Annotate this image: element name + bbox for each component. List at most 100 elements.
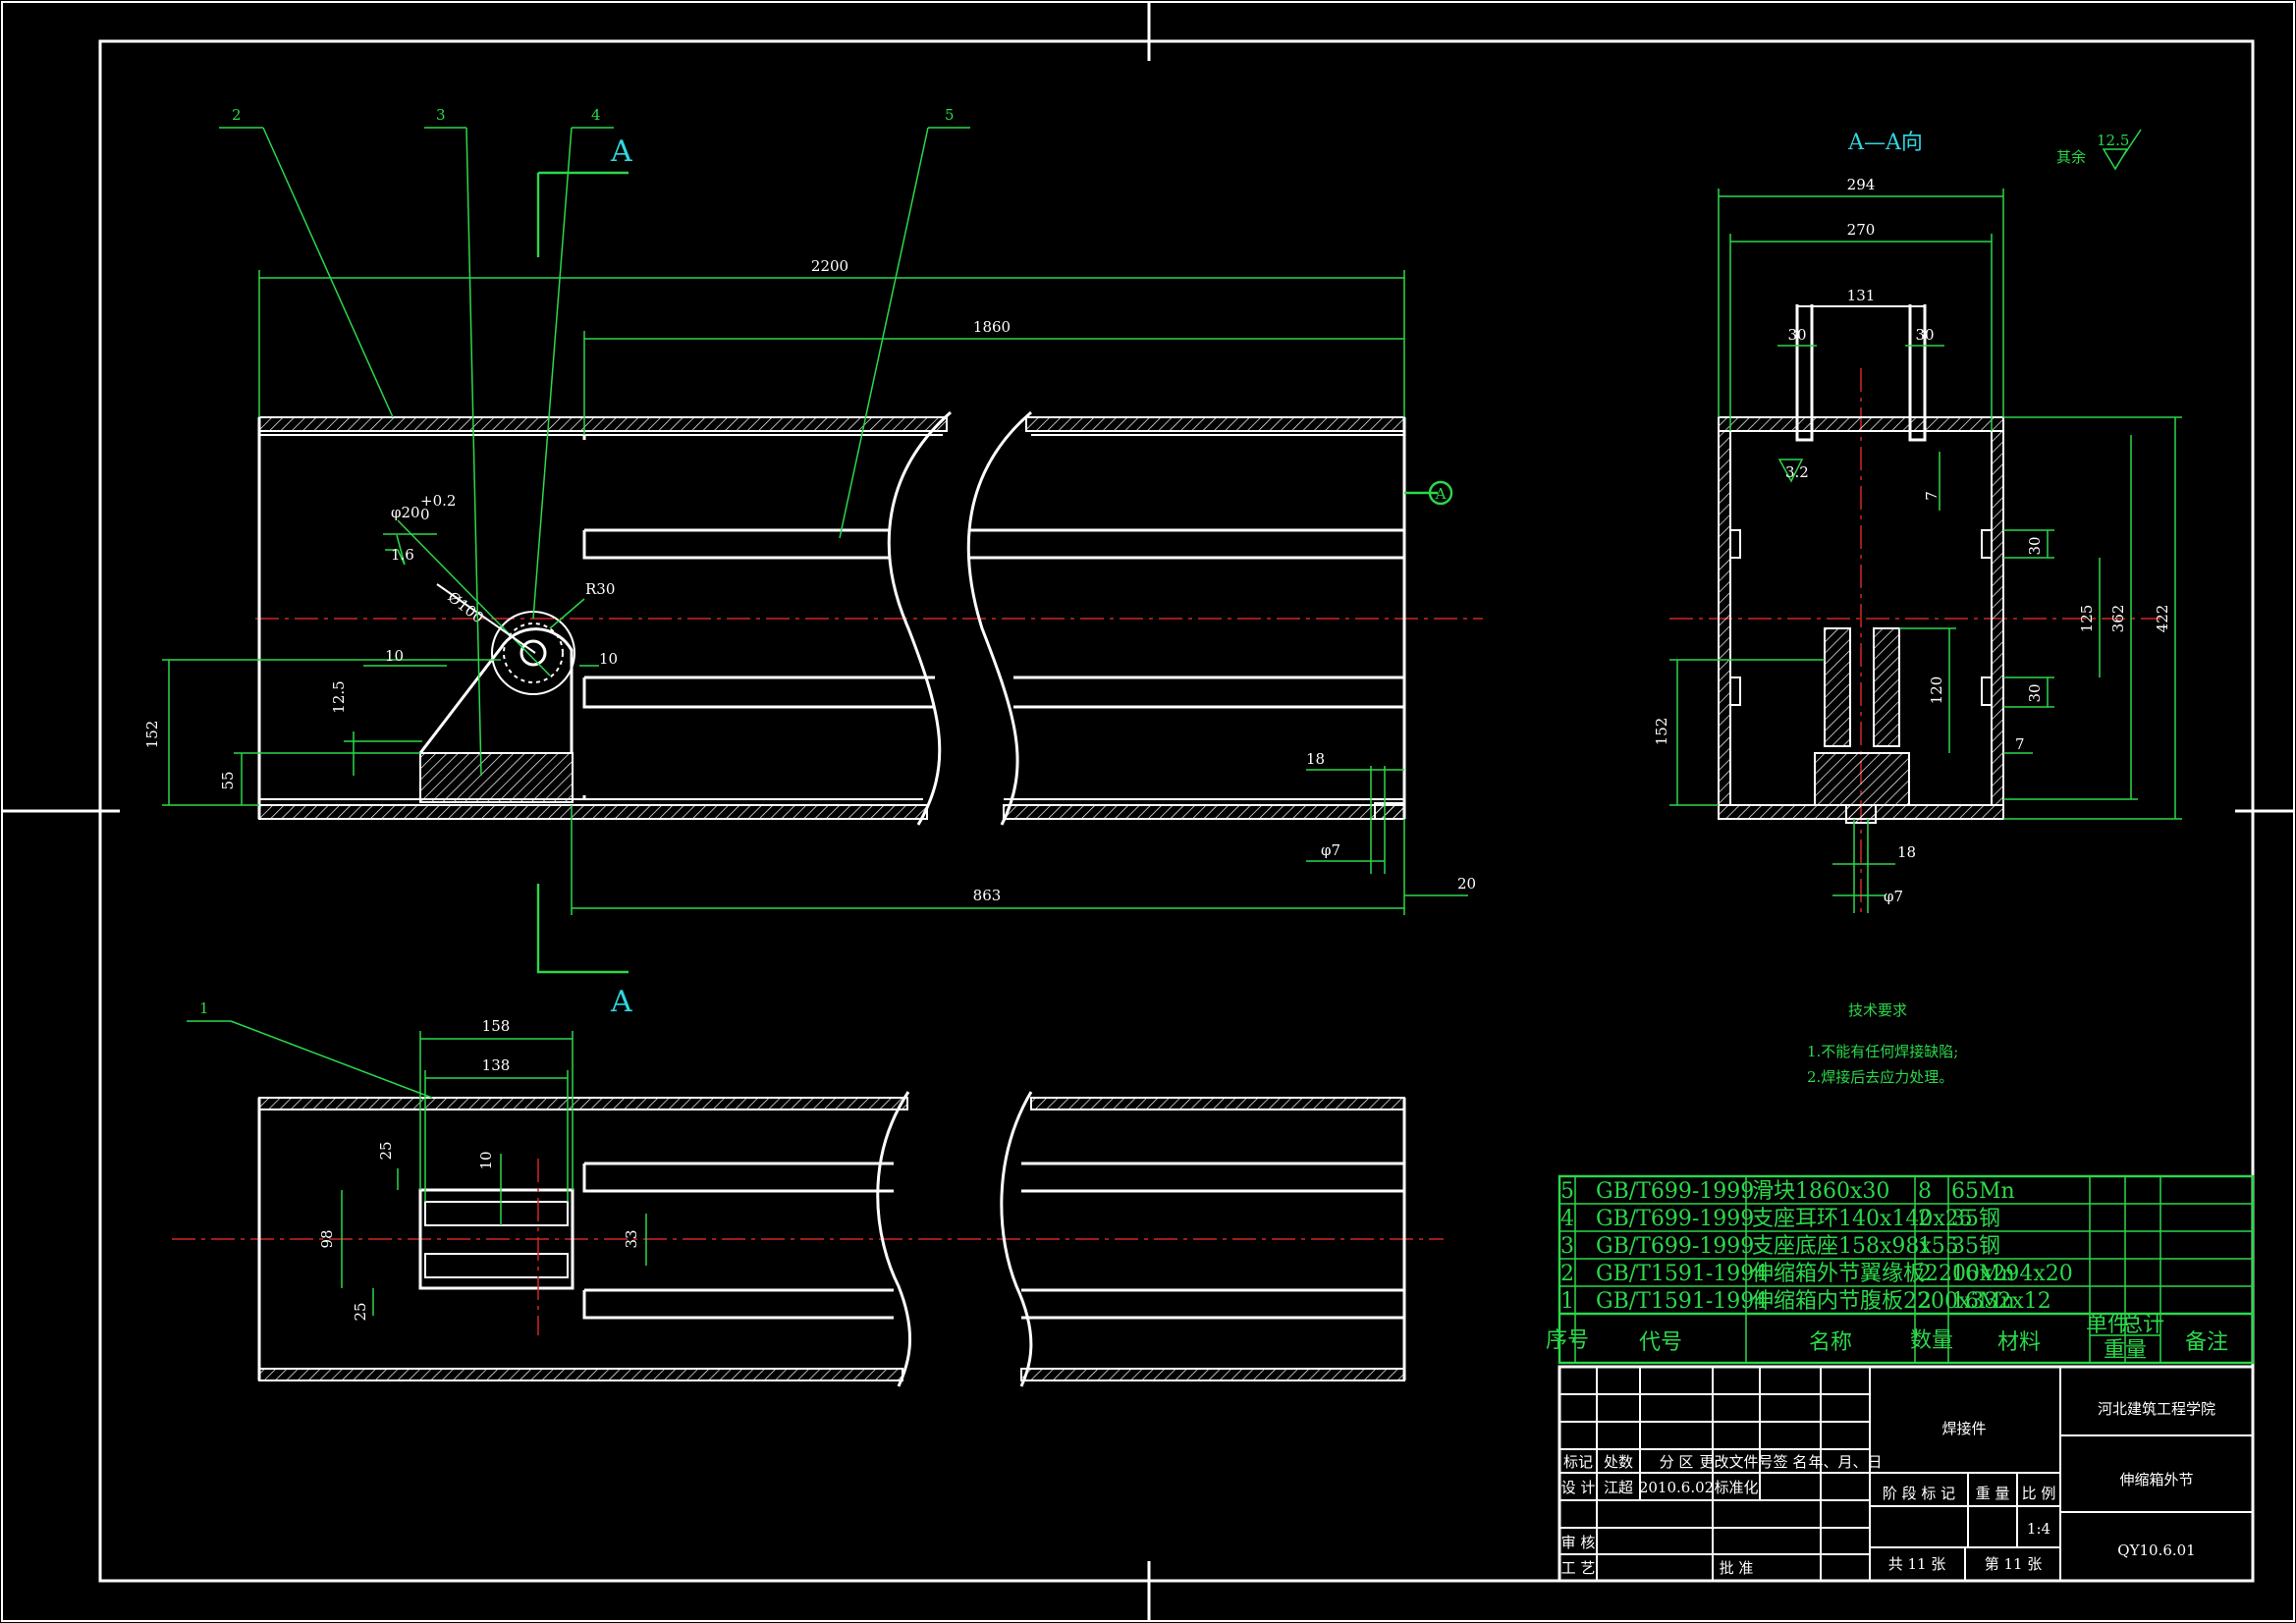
dim-r30: R30 (585, 580, 615, 598)
dim-7a: 7 (1923, 491, 1941, 501)
dim-362: 362 (2109, 605, 2127, 633)
tb-date: 年、月、日 (1808, 1453, 1882, 1471)
bom-cell-qty: 1 (1918, 1234, 1932, 1259)
tb-standard: 标准化 (1714, 1479, 1758, 1496)
tech-line-2: 2.焊接后去应力处理。 (1807, 1068, 1953, 1086)
bom-cell-code: GB/T1591-1994 (1596, 1262, 1768, 1286)
dim-side-152: 152 (1653, 718, 1670, 746)
tb-sign: 签 名 (1774, 1453, 1808, 1471)
bom-h-code: 代号 (1639, 1330, 1682, 1355)
dim-10a: 10 (385, 647, 404, 665)
dim-120: 120 (1928, 676, 1945, 705)
dim-1860: 1860 (973, 318, 1011, 336)
tb-process: 工 艺 (1561, 1559, 1596, 1577)
dim-12-5: 12.5 (330, 680, 348, 713)
bom-cell-no: 1 (1560, 1289, 1574, 1314)
bom-cell-name: 伸缩箱外节翼缘板2200x294x20 (1752, 1262, 2073, 1286)
bom-cell-no: 3 (1560, 1234, 1574, 1259)
bom-cell-mat: 65Mn (1951, 1179, 2015, 1204)
dim-422: 422 (2154, 605, 2171, 633)
dim-30a: 30 (1787, 326, 1806, 344)
hole-tol-up: +0.2 (420, 492, 456, 510)
bom-h-unit: 单件 (2086, 1313, 2129, 1337)
bom-cell-code: GB/T1591-1994 (1596, 1289, 1768, 1314)
bom-cell-mat: 16Mn (1951, 1289, 2015, 1314)
bom-cell-no: 2 (1560, 1262, 1574, 1286)
dim-phi7: φ7 (1321, 841, 1340, 859)
tb-zone: 分 区 (1660, 1453, 1694, 1471)
side-view: A—A向 (1669, 131, 2160, 913)
tb-code: QY10.6.01 (2117, 1542, 2195, 1559)
dim-10b: 10 (599, 650, 618, 668)
dim-152: 152 (143, 721, 161, 749)
tb-scale-value: 1:4 (2027, 1520, 2050, 1538)
tb-scale: 比 例 (2022, 1485, 2056, 1502)
bom-cell-name: 伸缩箱内节腹板2200x332x12 (1752, 1289, 2051, 1314)
dim-138: 138 (482, 1056, 511, 1074)
dim-7b: 7 (2015, 735, 2025, 753)
bom-h-weight: 重量 (2104, 1338, 2147, 1363)
dim-25b: 25 (352, 1302, 369, 1321)
balloon-4: 4 (591, 106, 601, 124)
top-dimensions: 158 138 25 10 98 25 33 1 (187, 1000, 647, 1322)
bom-cell-name: 滑块1860x30 (1752, 1179, 1889, 1204)
dim-side-18: 18 (1897, 843, 1916, 861)
balloon-2: 2 (232, 106, 242, 124)
tb-part: 焊接件 (1941, 1420, 1986, 1437)
tb-design-date: 2010.6.02 (1639, 1479, 1714, 1496)
tb-school: 河北建筑工程学院 (2098, 1400, 2215, 1418)
dim-270: 270 (1847, 221, 1876, 239)
top-view (172, 1091, 1444, 1387)
balloon-1: 1 (199, 1000, 209, 1017)
dim-863: 863 (973, 887, 1002, 904)
hole-dia: φ20 (391, 504, 420, 521)
dim-25a: 25 (377, 1141, 395, 1160)
bom-h-name: 名称 (1809, 1330, 1852, 1355)
dim-98: 98 (318, 1229, 336, 1248)
bom-cell-qty: 2 (1918, 1289, 1932, 1314)
side-dimensions: 294 270 131 30 30 3.2 7 30 30 125 362 42… (1653, 176, 2182, 913)
tb-designer: 江超 (1604, 1479, 1633, 1496)
bom-cell-code: GB/T699-1999 (1596, 1207, 1754, 1231)
dim-2200: 2200 (811, 257, 848, 275)
bom-h-total: 总计 (2121, 1313, 2164, 1337)
section-a-top: A (610, 135, 632, 169)
bom-cell-no: 4 (1560, 1207, 1574, 1231)
dim-33: 33 (623, 1229, 640, 1248)
dim-294: 294 (1847, 176, 1876, 193)
tech-line-1: 1.不能有任何焊接缺陷; (1807, 1043, 1958, 1060)
dim-55: 55 (219, 771, 237, 789)
dim-dia100: Ø100 (445, 588, 487, 626)
dim-30b: 30 (1915, 326, 1934, 344)
tb-title: 伸缩箱外节 (2119, 1471, 2193, 1488)
section-a-bottom: A (610, 985, 632, 1019)
dim-30d: 30 (2026, 683, 2044, 702)
dim-158: 158 (482, 1017, 511, 1035)
rough-rest-value: 12.5 (2097, 132, 2129, 149)
tb-weight: 重 量 (1976, 1485, 2010, 1502)
bom-cell-code: GB/T699-1999 (1596, 1234, 1754, 1259)
bom-cell-qty: 2 (1918, 1207, 1932, 1231)
tb-sheet-no: 第 11 张 (1985, 1555, 2043, 1573)
dim-30c: 30 (2026, 536, 2044, 555)
bom-cell-mat: 16Mn (1951, 1262, 2015, 1286)
tb-docno: 更改文件号 (1699, 1453, 1773, 1471)
bom-cell-mat: 35钢 (1951, 1207, 2000, 1231)
rough-hole: 1.6 (391, 546, 414, 564)
bom-h-no: 序号 (1546, 1328, 1589, 1353)
section-a-view-title: A—A向 (1847, 131, 1923, 155)
bom-h-remark: 备注 (2185, 1330, 2228, 1355)
tech-title: 技术要求 (1848, 1001, 1907, 1019)
balloon-5: 5 (945, 106, 955, 124)
tb-stage: 阶 段 标 记 (1883, 1485, 1955, 1502)
dim-18: 18 (1306, 750, 1325, 768)
dim-10: 10 (477, 1151, 495, 1169)
dim-20: 20 (1457, 875, 1476, 893)
bom-cell-no: 5 (1560, 1179, 1574, 1204)
tb-approve: 批 准 (1720, 1559, 1754, 1577)
balloon-3: 3 (436, 106, 446, 124)
dim-side-phi7: φ7 (1884, 888, 1903, 905)
